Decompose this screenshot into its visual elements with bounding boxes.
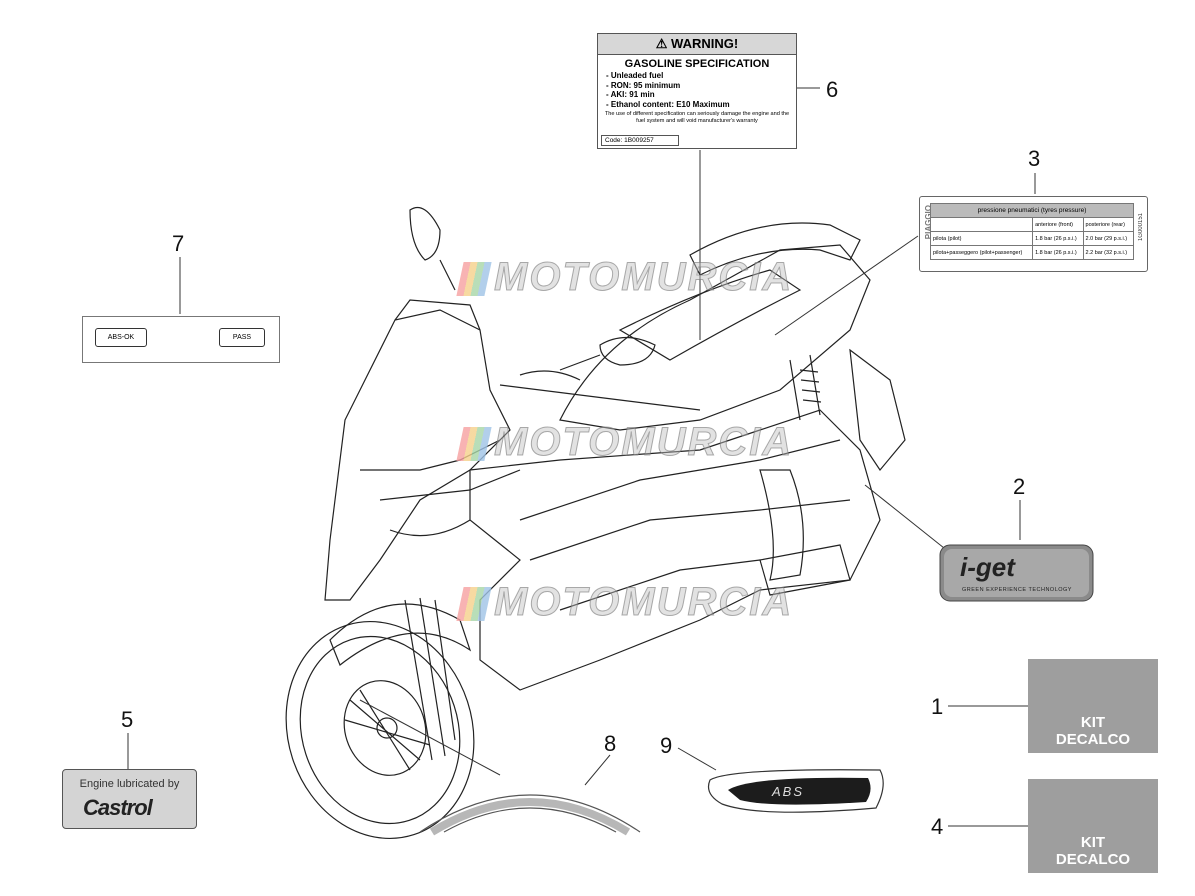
callout-6: 6	[826, 77, 839, 102]
tyre-table-corner	[929, 217, 1034, 232]
tyre-table-header: pressione pneumatici (tyres pressure)	[930, 203, 1134, 218]
tyre-pressure-label: PIAGGIO 1G000151 pressione pneumatici (t…	[919, 196, 1148, 272]
warning-triangle-icon: ⚠	[655, 36, 668, 51]
callout-3: 3	[1028, 146, 1041, 171]
watermark-stripes-icon	[456, 262, 492, 297]
callout-2: 2	[1013, 474, 1026, 499]
castrol-logo: Castrol	[83, 795, 153, 820]
tyre-row-label: pilota (pilot)	[929, 231, 1034, 246]
callout-5: 5	[121, 707, 134, 732]
tyre-cell: 1.8 bar (26 p.s.i.)	[1032, 245, 1084, 260]
warning-item: - RON: 95 minimum	[606, 80, 681, 90]
kit-line1: KIT	[1080, 714, 1106, 731]
kit-line2: DECALCO	[1055, 731, 1131, 748]
kit-decalco-1: KIT DECALCO	[1028, 659, 1158, 753]
castrol-label: Engine lubricated by Castrol	[62, 769, 197, 829]
warning-item: - Ethanol content: E10 Maximum	[606, 99, 730, 109]
warning-title: GASOLINE SPECIFICATION	[624, 58, 770, 70]
leader-lines	[127, 87, 1036, 827]
pass-pill: PASS	[219, 328, 265, 347]
gasoline-warning-label: ⚠ WARNING! GASOLINE SPECIFICATION - Unle…	[597, 33, 797, 149]
kit-decalco-2: KIT DECALCO	[1028, 779, 1158, 873]
tyre-col-rear: posteriore (rear)	[1082, 217, 1135, 232]
iget-logo: i-get	[960, 552, 1015, 582]
iget-badge	[939, 544, 1094, 602]
callout-4: 4	[931, 814, 944, 839]
warning-item: - Unleaded fuel	[606, 71, 664, 80]
callout-1: 1	[931, 694, 944, 719]
tyre-pressure-table: pressione pneumatici (tyres pressure) an…	[929, 203, 1135, 260]
warning-header: ⚠ WARNING!	[598, 34, 796, 55]
callout-9: 9	[660, 733, 673, 758]
castrol-line1: Engine lubricated by	[79, 778, 180, 790]
warning-items: - Unleaded fuel - RON: 95 minimum - AKI:…	[606, 71, 796, 109]
wheel-stripe-decal	[419, 794, 641, 836]
watermark: MOTOMURCIA	[456, 580, 793, 625]
watermark-stripes-icon	[456, 427, 492, 462]
callout-7: 7	[172, 231, 185, 256]
warning-item: - AKI: 91 min	[606, 90, 655, 99]
tyre-cell: 2.2 bar (32 p.s.i.)	[1082, 245, 1135, 260]
warning-code: Code: 1B009257	[601, 135, 679, 146]
iget-tagline: GREEN EXPERIENCE TECHNOLOGY	[962, 587, 1072, 593]
warning-fine-print: The use of different specification can s…	[604, 111, 790, 124]
scooter-drawing	[285, 206, 906, 840]
tyre-row-label: pilota+passeggero (pilot+passenger)	[929, 245, 1034, 260]
abs-pass-label: ABS-OK PASS	[82, 316, 280, 363]
kit-line2: DECALCO	[1055, 851, 1131, 868]
callout-8: 8	[604, 731, 617, 756]
tyre-cell: 2.0 bar (29 p.s.i.)	[1082, 231, 1135, 246]
watermark: MOTOMURCIA	[456, 255, 793, 300]
abs-ok-pill: ABS-OK	[95, 328, 147, 347]
abs-decal	[707, 769, 884, 813]
watermark-stripes-icon	[456, 587, 492, 622]
abs-decal-text: ABS	[772, 784, 805, 799]
tyre-cell: 1.8 bar (26 p.s.i.)	[1032, 231, 1084, 246]
kit-line1: KIT	[1080, 834, 1106, 851]
watermark: MOTOMURCIA	[456, 420, 793, 465]
tyre-label-code: 1G000151	[1138, 213, 1144, 242]
tyre-col-front: anteriore (front)	[1032, 217, 1084, 232]
